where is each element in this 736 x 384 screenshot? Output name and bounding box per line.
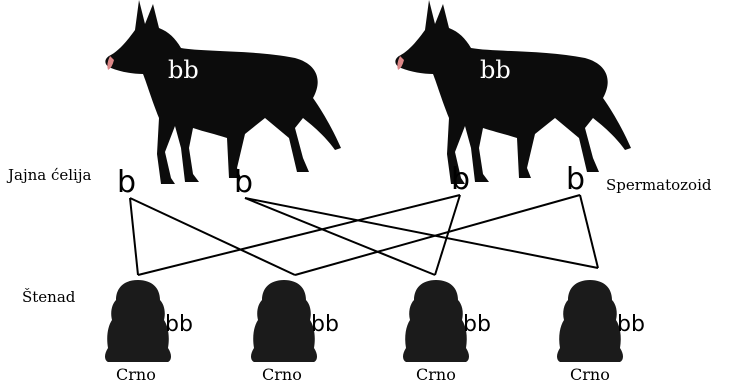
puppies-label: Štenad (22, 288, 76, 306)
puppy-color-label: Crno (262, 365, 302, 384)
parent-dog-left-icon (105, 0, 341, 184)
cross-line (129, 197, 139, 276)
puppy-genotype: bb (463, 312, 491, 337)
dog-silhouette (395, 0, 631, 184)
sperm-label: Spermatozoid (606, 176, 712, 194)
dog-tongue (397, 56, 404, 70)
cross-line (434, 194, 461, 276)
puppy-color-label: Crno (570, 365, 610, 384)
gamete-allele: b (566, 162, 586, 197)
egg-cell-label: Jajna ćelija (8, 166, 92, 184)
cross-line (137, 194, 461, 276)
cross-line (294, 194, 581, 276)
puppy-genotype: bb (617, 312, 645, 337)
puppy-color-label: Crno (116, 365, 156, 384)
puppy-color-label: Crno (416, 365, 456, 384)
gamete-allele: b (451, 162, 471, 197)
dog-tongue (107, 56, 114, 70)
cross-line (129, 197, 296, 276)
parent-right-genotype: bb (480, 56, 511, 84)
parent-left-genotype: bb (168, 56, 199, 84)
puppy-icon (251, 280, 317, 362)
gamete-allele: b (234, 165, 254, 200)
puppy-genotype: bb (165, 312, 193, 337)
dog-silhouette (105, 0, 341, 184)
cross-lines (129, 194, 599, 276)
cross-line (244, 197, 436, 276)
cross-line (579, 194, 599, 269)
cross-line (244, 197, 599, 269)
puppy-genotype: bb (311, 312, 339, 337)
puppy-icon (403, 280, 469, 362)
puppy-icon (105, 280, 171, 362)
puppy-icon (557, 280, 623, 362)
parent-dog-right-icon (395, 0, 631, 184)
gamete-allele: b (117, 165, 137, 200)
